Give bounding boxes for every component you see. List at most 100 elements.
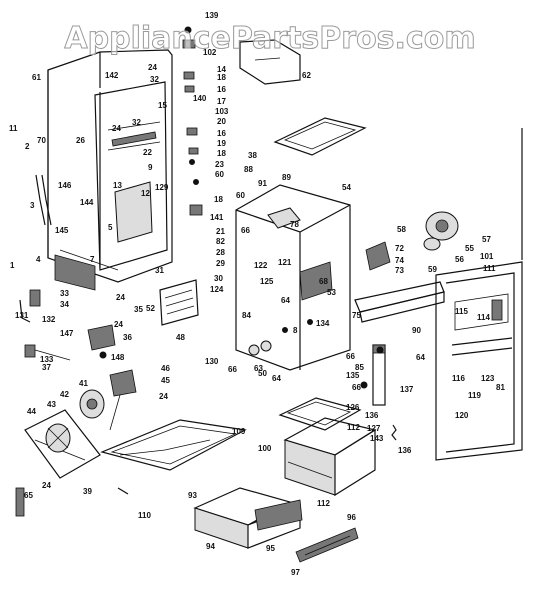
part-label: 17 xyxy=(217,97,226,106)
part-label: 146 xyxy=(58,181,72,190)
meat-drawer xyxy=(278,397,362,431)
part-label: 112 xyxy=(317,499,330,508)
compressor xyxy=(79,389,105,419)
part-label: 74 xyxy=(395,256,404,265)
part-label: 115 xyxy=(455,307,468,316)
part-label: 31 xyxy=(155,266,164,275)
part-label: 139 xyxy=(205,11,219,20)
part-label: 55 xyxy=(465,244,474,253)
part-label: 131 xyxy=(15,311,29,320)
watermark-text: AppliancePartsPros.com xyxy=(64,21,475,56)
part-label: 53 xyxy=(327,288,336,297)
water-valve xyxy=(19,289,41,323)
part-label: 137 xyxy=(400,385,414,394)
part-label: 24 xyxy=(112,124,121,133)
part-label: 45 xyxy=(161,376,170,385)
part-label: 123 xyxy=(481,374,495,383)
part-label: 48 xyxy=(176,333,185,342)
part-label: 46 xyxy=(161,364,170,373)
drain-fitting xyxy=(360,346,384,389)
part-label: 75 xyxy=(352,311,361,320)
control-panel xyxy=(159,279,199,326)
part-label: 11 xyxy=(9,124,18,133)
part-label: 20 xyxy=(217,117,226,126)
top-cover xyxy=(239,39,301,85)
lower-drawer xyxy=(193,487,303,549)
part-label: 84 xyxy=(242,311,251,320)
drain-tube xyxy=(372,344,386,406)
part-label: 133 xyxy=(40,355,54,364)
part-label: 62 xyxy=(302,71,311,80)
part-label: 56 xyxy=(455,255,464,264)
relay-bracket xyxy=(109,369,137,431)
part-label: 129 xyxy=(155,183,169,192)
part-label: 110 xyxy=(138,511,151,520)
screw-part xyxy=(117,487,129,495)
part-label: 143 xyxy=(370,434,384,443)
part-label: 144 xyxy=(80,198,94,207)
roller-assembly xyxy=(248,340,272,356)
part-label: 114 xyxy=(477,313,490,322)
top-hinge-parts xyxy=(182,26,203,216)
part-label: 37 xyxy=(42,363,51,372)
part-label: 68 xyxy=(319,277,328,286)
part-label: 15 xyxy=(158,101,167,110)
part-label: 66 xyxy=(346,352,355,361)
part-label: 50 xyxy=(258,369,267,378)
part-label: 38 xyxy=(248,151,257,160)
part-label: 16 xyxy=(217,85,226,94)
part-label: 119 xyxy=(468,391,481,400)
part-label: 103 xyxy=(215,107,229,116)
part-label: 127 xyxy=(367,424,381,433)
part-label: 134 xyxy=(316,319,330,328)
part-label: 29 xyxy=(216,259,225,268)
part-label: 64 xyxy=(281,296,290,305)
part-label: 59 xyxy=(428,265,437,274)
part-label: 90 xyxy=(412,326,421,335)
liner-screws xyxy=(282,319,313,333)
part-label: 132 xyxy=(42,315,56,324)
part-label: 24 xyxy=(42,481,51,490)
part-label: 24 xyxy=(114,320,123,329)
part-labels: 139 102 62 14 18 16 140 17 103 20 16 19 … xyxy=(9,11,505,577)
drain-motor xyxy=(87,324,116,359)
part-label: 65 xyxy=(24,491,33,500)
part-label: 145 xyxy=(55,226,69,235)
crisper-rail xyxy=(354,281,445,323)
part-label: 88 xyxy=(244,165,253,174)
part-label: 36 xyxy=(123,333,132,342)
part-label: 81 xyxy=(496,383,505,392)
part-label: 136 xyxy=(365,411,379,420)
fresh-food-door xyxy=(435,261,523,461)
hose-clamp xyxy=(24,344,71,361)
part-label: 42 xyxy=(60,390,69,399)
part-label: 78 xyxy=(290,220,299,229)
cabinet-shell xyxy=(35,49,173,291)
part-label: 148 xyxy=(111,353,125,362)
part-label: 18 xyxy=(214,195,223,204)
freezer-shelf xyxy=(273,117,367,156)
part-label: 96 xyxy=(347,513,356,522)
part-label: 60 xyxy=(236,191,245,200)
part-label: 126 xyxy=(346,403,360,412)
part-label: 26 xyxy=(76,136,85,145)
part-label: 3 xyxy=(30,201,35,210)
part-label: 73 xyxy=(395,266,404,275)
part-label: 142 xyxy=(105,71,119,80)
part-label: 111 xyxy=(483,264,496,273)
part-label: 89 xyxy=(282,173,291,182)
part-label: 33 xyxy=(60,289,69,298)
part-label: 64 xyxy=(272,374,281,383)
part-label: 23 xyxy=(215,160,224,169)
part-label: 34 xyxy=(60,300,69,309)
part-label: 16 xyxy=(217,129,226,138)
evaporator-fan-motor xyxy=(423,211,459,251)
part-label: 101 xyxy=(480,252,494,261)
part-label: 4 xyxy=(36,255,41,264)
part-label: 18 xyxy=(217,73,226,82)
part-label: 52 xyxy=(146,304,155,313)
part-label: 63 xyxy=(254,364,263,373)
part-label: 32 xyxy=(132,118,141,127)
part-label: 66 xyxy=(241,226,250,235)
